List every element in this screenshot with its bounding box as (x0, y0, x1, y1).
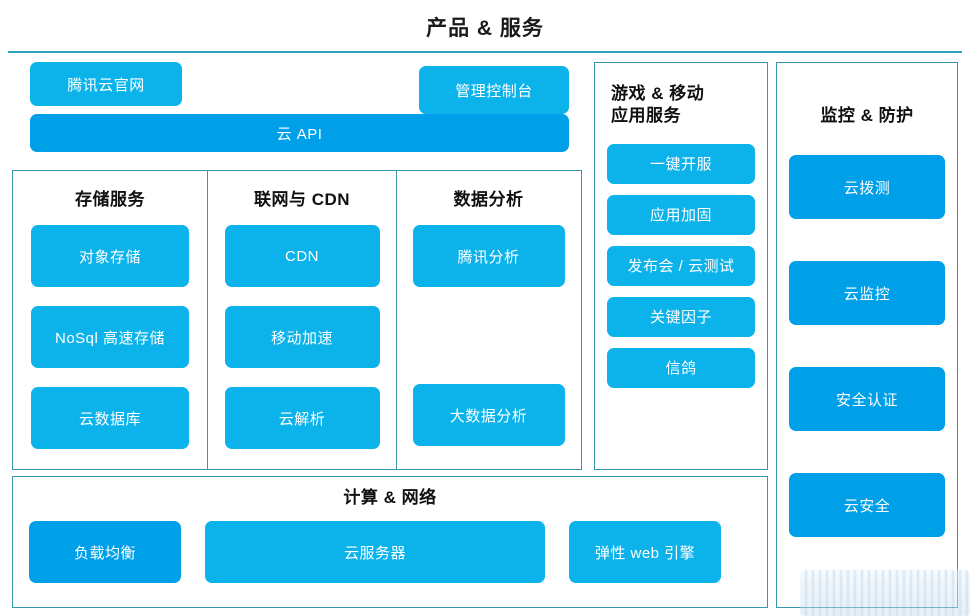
chip-release-cloud-test[interactable]: 发布会 / 云测试 (607, 245, 755, 286)
chip-object-storage[interactable]: 对象存储 (31, 225, 189, 288)
monitor-panel-title: 监控 & 防护 (820, 106, 914, 125)
products-services-diagram: 腾讯云官网 管理控制台 云 API 存储服务 对象存储 NoSql 高速存储 云… (0, 52, 970, 616)
top-access-zone: 腾讯云官网 管理控制台 云 API (12, 62, 582, 162)
chip-bigdata-analytics[interactable]: 大数据分析 (412, 384, 565, 447)
column-title-data-analytics: 数据分析 (453, 190, 524, 209)
title-divider (8, 51, 962, 53)
chip-cloud-dns[interactable]: 云解析 (224, 387, 380, 450)
compute-panel-title: 计算 & 网络 (343, 488, 437, 507)
chip-cdn[interactable]: CDN (224, 225, 380, 288)
chip-security-authentication[interactable]: 安全认证 (789, 367, 945, 432)
chip-tencent-analytics[interactable]: 腾讯分析 (412, 225, 565, 288)
core-services-panel: 存储服务 对象存储 NoSql 高速存储 云数据库 联网与 CDN CDN 移动… (12, 170, 582, 470)
chip-cloud-database[interactable]: 云数据库 (31, 387, 189, 450)
games-panel-title: 游戏 & 移动 应用服务 (595, 83, 767, 128)
compute-chip-row: 负载均衡 云服务器 弹性 web 引擎 (13, 521, 767, 584)
compute-network-panel: 计算 & 网络 负载均衡 云服务器 弹性 web 引擎 (12, 476, 768, 608)
chip-mobile-acceleration[interactable]: 移动加速 (224, 306, 380, 369)
chip-cloud-api[interactable]: 云 API (30, 114, 569, 152)
page-title: 产品 & 服务 (426, 17, 544, 40)
chip-cloud-server[interactable]: 云服务器 (205, 521, 545, 584)
column-network-cdn: 联网与 CDN CDN 移动加速 云解析 (207, 171, 396, 469)
chip-cloud-dial-test[interactable]: 云拨测 (789, 155, 945, 220)
chip-cloud-security[interactable]: 云安全 (789, 473, 945, 538)
games-mobile-panel: 游戏 & 移动 应用服务 一键开服 应用加固 发布会 / 云测试 关键因子 信鸽 (594, 62, 768, 470)
column-data-analytics: 数据分析 腾讯分析 大数据分析 (396, 171, 580, 469)
column-title-storage: 存储服务 (75, 190, 145, 209)
chip-app-hardening[interactable]: 应用加固 (607, 194, 755, 235)
chip-one-click-server[interactable]: 一键开服 (607, 143, 755, 184)
column-title-network-cdn: 联网与 CDN (253, 190, 351, 209)
chip-cloud-monitor[interactable]: 云监控 (789, 261, 945, 326)
storage-chip-stack: 对象存储 NoSql 高速存储 云数据库 (13, 225, 207, 450)
chip-key-factor[interactable]: 关键因子 (607, 296, 755, 337)
chip-xinge-push[interactable]: 信鸽 (607, 347, 755, 388)
chip-tencent-cloud-portal[interactable]: 腾讯云官网 (30, 62, 182, 106)
chip-management-console[interactable]: 管理控制台 (419, 66, 569, 114)
analytics-chip-stack: 腾讯分析 大数据分析 (397, 225, 580, 447)
games-panel-title-line1: 游戏 & 移动 (611, 84, 705, 103)
games-chip-stack: 一键开服 应用加固 发布会 / 云测试 关键因子 信鸽 (595, 143, 767, 388)
monitor-chip-stack: 云拨测 云监控 安全认证 云安全 (777, 155, 957, 538)
column-storage-services: 存储服务 对象存储 NoSql 高速存储 云数据库 (13, 171, 207, 469)
chip-elastic-web-engine[interactable]: 弹性 web 引擎 (569, 521, 721, 584)
games-panel-title-line2: 应用服务 (611, 106, 681, 126)
chip-load-balancer[interactable]: 负载均衡 (29, 521, 181, 584)
monitoring-protection-panel: 监控 & 防护 云拨测 云监控 安全认证 云安全 (776, 62, 958, 608)
chip-nosql-storage[interactable]: NoSql 高速存储 (31, 306, 189, 369)
cdn-chip-stack: CDN 移动加速 云解析 (208, 225, 396, 450)
